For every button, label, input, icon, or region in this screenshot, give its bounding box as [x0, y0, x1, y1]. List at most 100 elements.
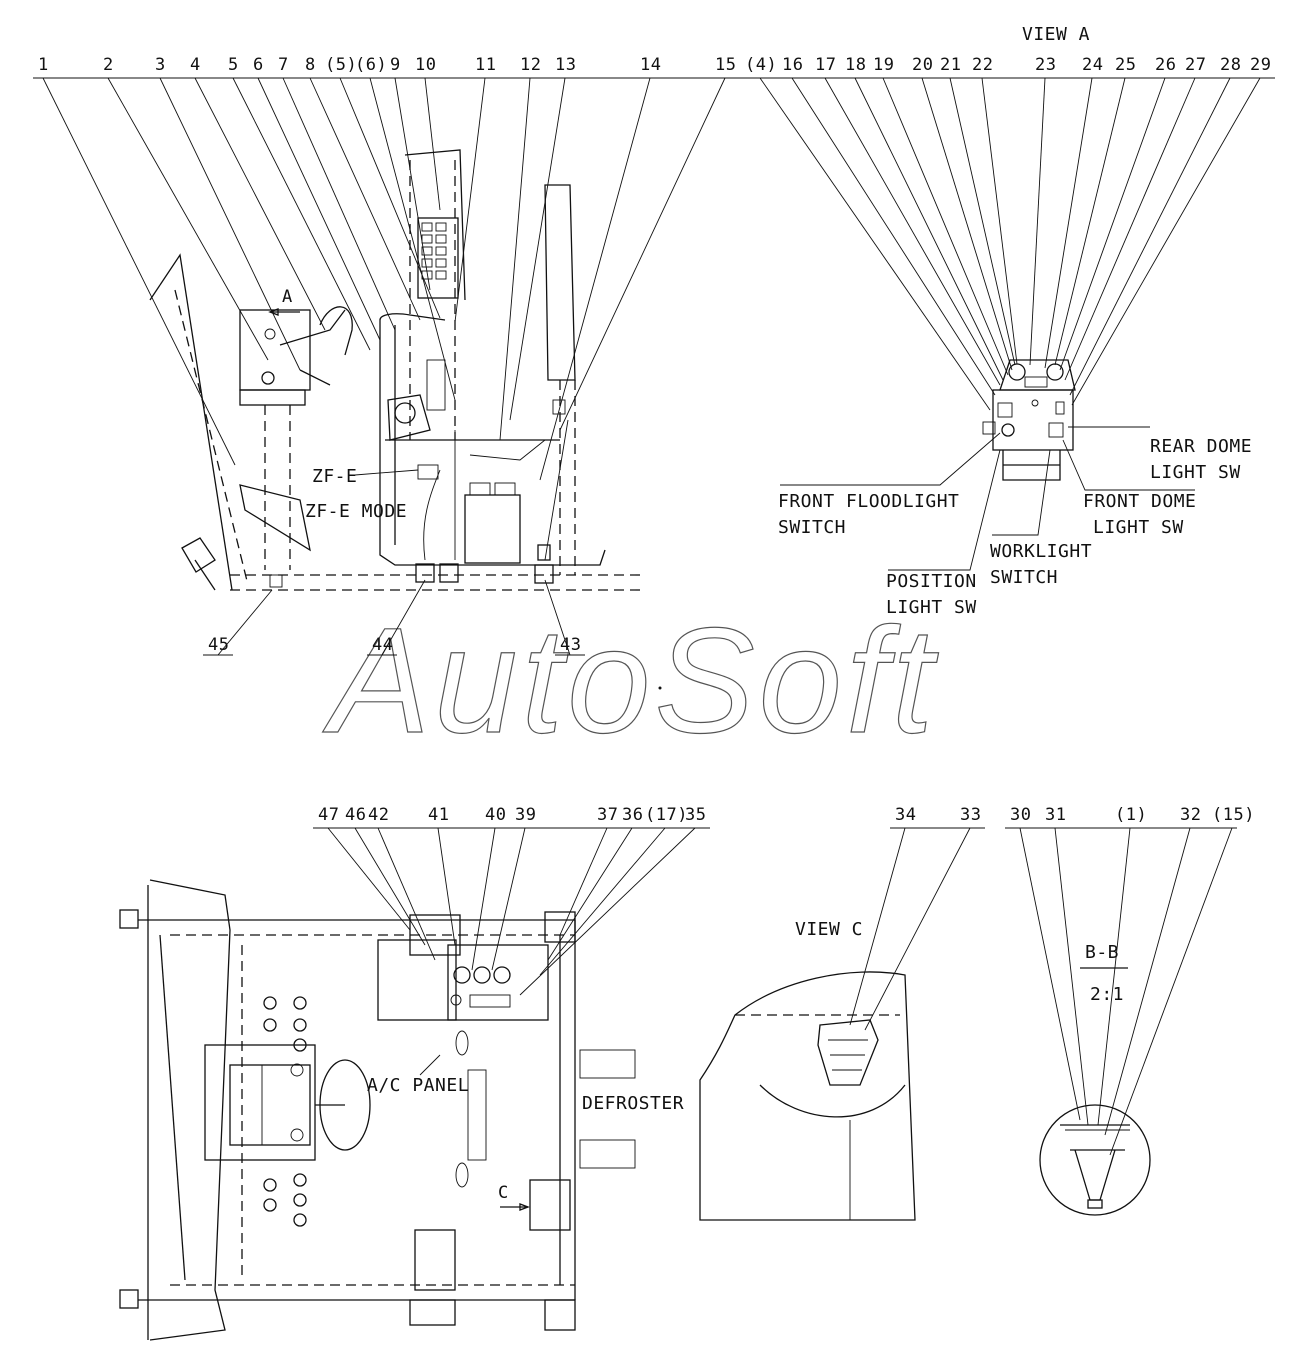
- callout-leader: [1104, 827, 1191, 1136]
- callout-number: 1: [38, 55, 49, 75]
- callout-number: 17: [815, 55, 836, 75]
- callout-leader: [1019, 827, 1081, 1121]
- callout-leader: [232, 77, 371, 351]
- label-position-2: LIGHT SW: [886, 597, 977, 618]
- callout-leader: [509, 77, 566, 421]
- arrow-a-label: A: [282, 287, 293, 307]
- callout-number: 31: [1045, 805, 1066, 825]
- callout-leader: [854, 77, 1004, 381]
- callout-leader: [1064, 77, 1196, 381]
- callout-number: 11: [475, 55, 496, 75]
- label-front-dome-1: FRONT DOME: [1083, 491, 1196, 512]
- callout-number: 29: [1250, 55, 1271, 75]
- callout-leader: [424, 77, 441, 211]
- callout-number: 23: [1035, 55, 1056, 75]
- plan-view-cab: C: [119, 879, 636, 1341]
- callout-number: 44: [372, 635, 393, 655]
- view-c-title: VIEW C: [795, 919, 863, 940]
- callout-number: 27: [1185, 55, 1206, 75]
- view-a-title: VIEW A: [1022, 24, 1090, 45]
- label-front-dome-2: LIGHT SW: [1093, 517, 1184, 538]
- callouts-view-c: 34 33: [849, 805, 985, 1031]
- callout-number: 5: [228, 55, 239, 75]
- callout-leader: [824, 77, 1001, 386]
- callout-number: (6): [355, 55, 387, 75]
- label-rear-dome-2: LIGHT SW: [1150, 462, 1241, 483]
- callout-leader: [849, 827, 906, 1026]
- callout-leader: [499, 77, 531, 441]
- callout-number: 12: [520, 55, 541, 75]
- callout-number: 32: [1180, 805, 1201, 825]
- callout-number: 45: [208, 635, 229, 655]
- callout-number: 8: [305, 55, 316, 75]
- label-zf-e-mode: ZF-E MODE: [305, 501, 407, 522]
- callout-leader: [949, 77, 1016, 366]
- callout-number: 33: [960, 805, 981, 825]
- callout-leader: [759, 77, 991, 411]
- callout-leader: [327, 827, 411, 931]
- callout-number: 24: [1082, 55, 1103, 75]
- callout-leader: [354, 827, 426, 946]
- callout-number: 16: [782, 55, 803, 75]
- callout-leader: [369, 77, 456, 401]
- label-worklight-1: WORKLIGHT: [990, 541, 1092, 562]
- view-c-panel: VIEW C: [699, 919, 916, 1221]
- callout-leader: [547, 827, 633, 961]
- arrow-c-label: C: [498, 1183, 509, 1203]
- callout-number: 35: [685, 805, 706, 825]
- callout-leader: [454, 77, 486, 323]
- callout-leader: [309, 77, 421, 321]
- callout-leader: [339, 77, 441, 319]
- callout-number: 15: [715, 55, 736, 75]
- fuse-block-grid: [421, 222, 447, 280]
- callout-leader: [217, 589, 273, 656]
- callout-leader: [981, 77, 1018, 365]
- callout-number: 21: [940, 55, 961, 75]
- label-position-1: POSITION: [886, 571, 977, 592]
- callout-leader: [377, 827, 436, 961]
- callout-leader: [519, 827, 696, 996]
- callout-leader: [257, 77, 381, 341]
- callout-leader: [921, 77, 1013, 371]
- label-rear-dome-1: REAR DOME: [1150, 436, 1252, 457]
- callout-number: 25: [1115, 55, 1136, 75]
- callout-number: 40: [485, 805, 506, 825]
- label-front-flood-1: FRONT FLOODLIGHT: [778, 491, 959, 512]
- callout-leader: [1054, 827, 1089, 1126]
- callout-leader: [1097, 827, 1131, 1126]
- callout-leader: [539, 77, 651, 481]
- label-defroster: DEFROSTER: [582, 1093, 684, 1114]
- side-view-cab: A: [149, 149, 640, 591]
- callout-leader: [1069, 77, 1231, 396]
- callout-number: 7: [278, 55, 289, 75]
- callout-leader: [559, 827, 608, 936]
- callout-leader: [1044, 77, 1093, 369]
- callout-number: 6: [253, 55, 264, 75]
- callout-number: 22: [972, 55, 993, 75]
- callout-number: 34: [895, 805, 916, 825]
- section-scale: 2:1: [1090, 984, 1124, 1005]
- callout-leader: [1071, 77, 1261, 406]
- callout-leader: [471, 827, 496, 971]
- callout-leader: [394, 77, 431, 291]
- callout-number: 36: [622, 805, 643, 825]
- callout-leader: [559, 77, 726, 431]
- callout-number: 9: [390, 55, 401, 75]
- callout-leader: [282, 77, 396, 331]
- callout-number: 19: [873, 55, 894, 75]
- callout-number: 2: [103, 55, 114, 75]
- callout-number: 13: [555, 55, 576, 75]
- callout-number: 28: [1220, 55, 1241, 75]
- callout-number: 37: [597, 805, 618, 825]
- callout-number: (4): [745, 55, 777, 75]
- callout-number: (17): [645, 805, 688, 825]
- callout-number: 10: [415, 55, 436, 75]
- callout-leader: [539, 827, 666, 976]
- callout-number: 46: [345, 805, 366, 825]
- callout-leader: [42, 77, 236, 466]
- label-front-flood-2: SWITCH: [778, 517, 846, 538]
- callout-number: 42: [368, 805, 389, 825]
